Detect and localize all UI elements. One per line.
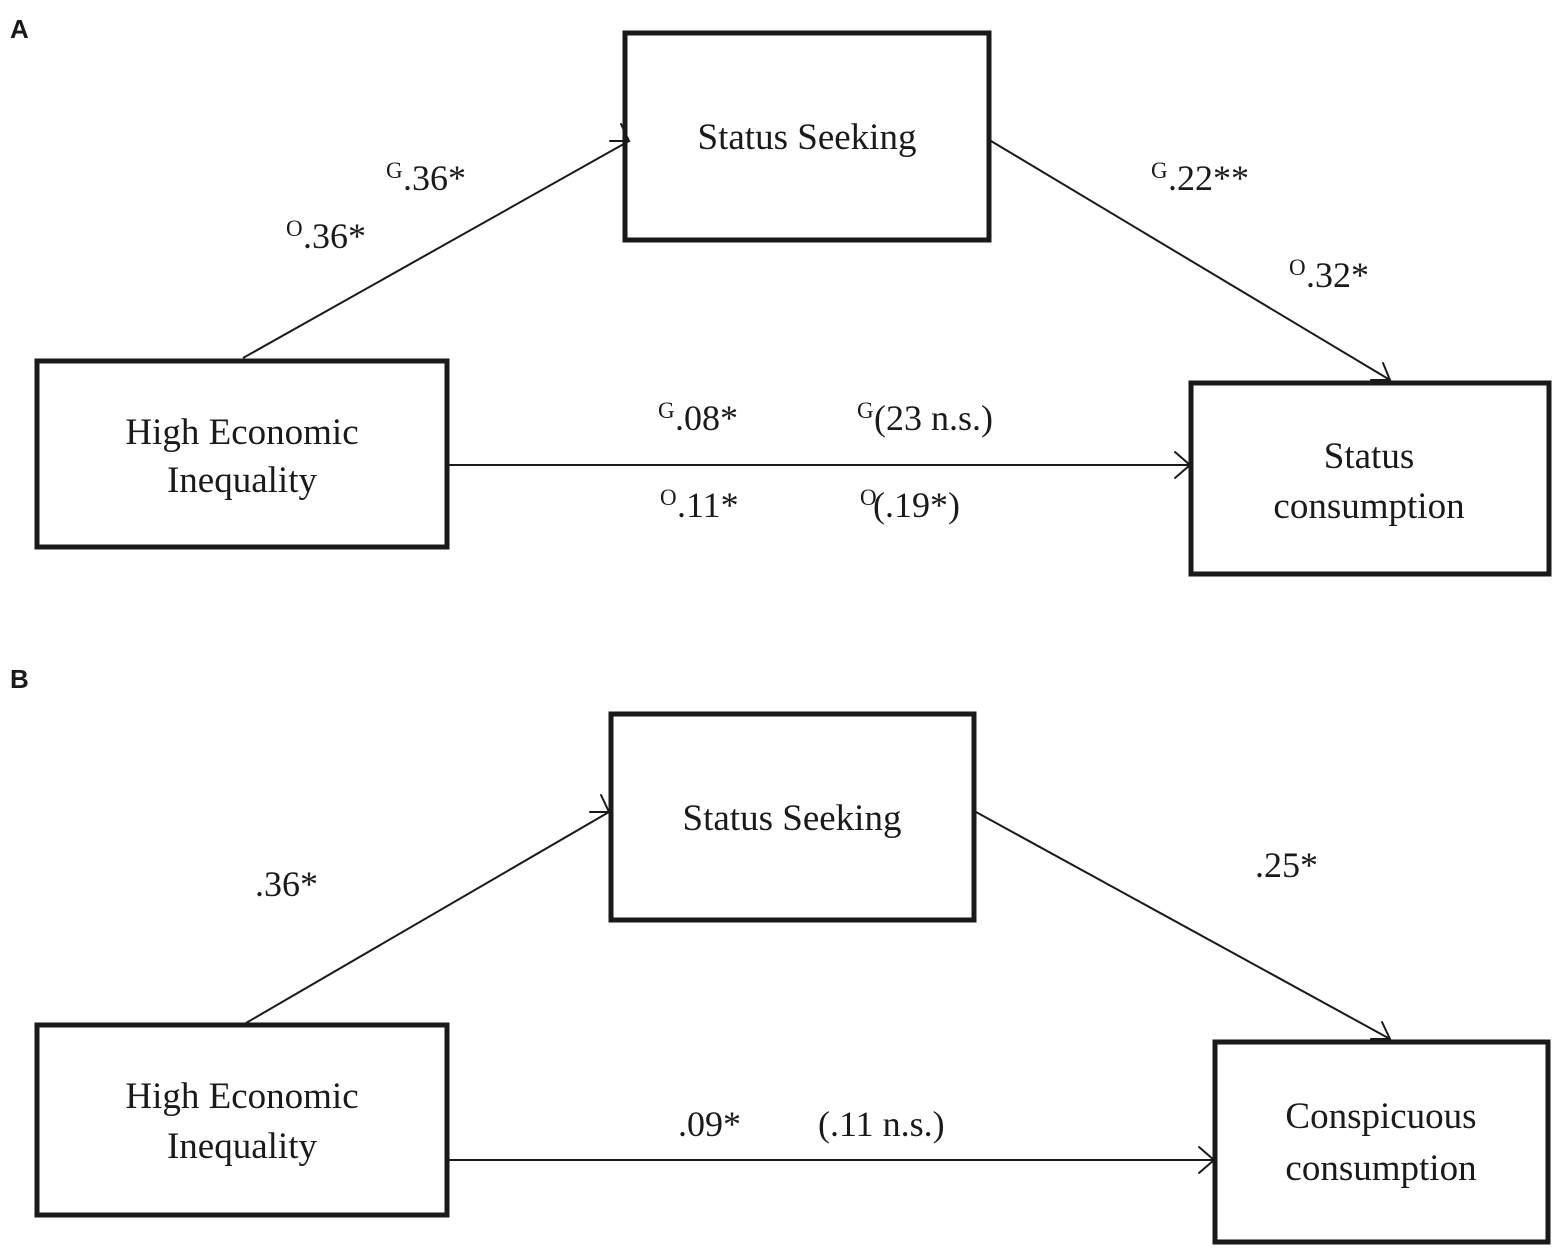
panel-a-path-c-o-direct-coef: O(.19*) bbox=[860, 485, 960, 525]
panel-b-outcome-box bbox=[1212, 1039, 1551, 1245]
panel-a-mediator-label: Status Seeking bbox=[698, 117, 917, 158]
panel-a-path-b-arrowhead bbox=[1370, 362, 1392, 381]
panel-a-path-c-g-total-value: .08* bbox=[675, 398, 738, 438]
panel-a-path-a-g-coef: G.36* bbox=[386, 158, 466, 198]
panel-a-path-b-g-sup: G bbox=[1151, 158, 1168, 183]
panel-a-path-c-g-direct-coef: G(23 n.s.) bbox=[857, 398, 993, 438]
panel-b-path-a-arrow bbox=[245, 811, 610, 1024]
panel-a-path-b-o-value: .32* bbox=[1306, 255, 1369, 295]
panel-b-path-c-arrowhead bbox=[1198, 1146, 1216, 1174]
panel-a-path-a-arrow bbox=[242, 140, 630, 359]
panel-a-outcome-box bbox=[1188, 380, 1552, 577]
panel-a: A Status Seeking High Economic Inequalit… bbox=[10, 14, 1552, 577]
panel-b-predictor-line1: High Economic bbox=[125, 1076, 358, 1117]
panel-b: B Status Seeking High Economic Inequalit… bbox=[10, 664, 1551, 1245]
panel-b-mediator-label: Status Seeking bbox=[683, 798, 902, 839]
panel-a-path-c-o-total-coef: O.11* bbox=[660, 485, 739, 525]
panel-a-outcome-line2: consumption bbox=[1273, 486, 1464, 527]
panel-b-path-a-arrowhead bbox=[589, 794, 611, 813]
panel-b-path-b-coef: .25* bbox=[1255, 845, 1318, 885]
panel-b-path-c-direct-coef: (.11 n.s.) bbox=[818, 1104, 945, 1144]
panel-a-path-c-o-direct-sup: O bbox=[860, 485, 877, 510]
panel-b-predictor-box bbox=[34, 1022, 450, 1218]
panel-a-path-c-g-direct-sup: G bbox=[857, 398, 874, 423]
panel-a-predictor-line1: High Economic bbox=[125, 412, 358, 453]
panel-a-outcome-line1: Status bbox=[1324, 436, 1414, 477]
panel-b-outcome-line2: consumption bbox=[1285, 1148, 1476, 1189]
panel-a-path-b-o-sup: O bbox=[1289, 255, 1306, 280]
panel-a-path-a-o-coef: O.36* bbox=[286, 216, 366, 256]
panel-a-path-c-arrowhead bbox=[1174, 451, 1192, 479]
panel-a-path-a-o-value: .36* bbox=[303, 216, 366, 256]
panel-a-path-b-g-value: .22** bbox=[1168, 158, 1249, 198]
panel-a-path-c-o-total-sup: O bbox=[660, 485, 677, 510]
panel-a-path-c-g-total-coef: G.08* bbox=[658, 398, 738, 438]
panel-a-path-b-g-coef: G.22** bbox=[1151, 158, 1249, 198]
panel-a-path-b-arrow bbox=[990, 140, 1391, 381]
panel-a-path-a-g-value: .36* bbox=[403, 158, 466, 198]
panel-b-label: B bbox=[10, 664, 29, 694]
panel-a-path-a-o-sup: O bbox=[286, 216, 303, 241]
panel-a-path-a-arrowhead bbox=[609, 123, 631, 142]
panel-a-path-c-o-total-value: .11* bbox=[677, 485, 739, 525]
panel-b-path-b-arrowhead bbox=[1370, 1021, 1392, 1040]
panel-a-path-c-g-total-sup: G bbox=[658, 398, 675, 423]
panel-a-path-c-g-direct-value: (23 n.s.) bbox=[874, 398, 993, 438]
panel-b-path-b-arrow bbox=[975, 811, 1391, 1040]
panel-a-label: A bbox=[10, 14, 29, 44]
panel-a-path-c-o-direct-value: (.19*) bbox=[873, 485, 960, 525]
panel-b-outcome-line1: Conspicuous bbox=[1285, 1096, 1476, 1137]
panel-b-mediator-box bbox=[608, 711, 977, 923]
panel-b-path-c-total-coef: .09* bbox=[678, 1104, 741, 1144]
panel-a-predictor-box bbox=[34, 358, 450, 550]
panel-a-path-a-g-sup: G bbox=[386, 158, 403, 183]
panel-b-path-a-coef: .36* bbox=[255, 864, 318, 904]
panel-a-predictor-line2: Inequality bbox=[167, 460, 318, 501]
panel-a-path-b-o-coef: O.32* bbox=[1289, 255, 1369, 295]
panel-b-predictor-line2: Inequality bbox=[167, 1126, 318, 1167]
panel-a-mediator-box bbox=[622, 30, 992, 243]
